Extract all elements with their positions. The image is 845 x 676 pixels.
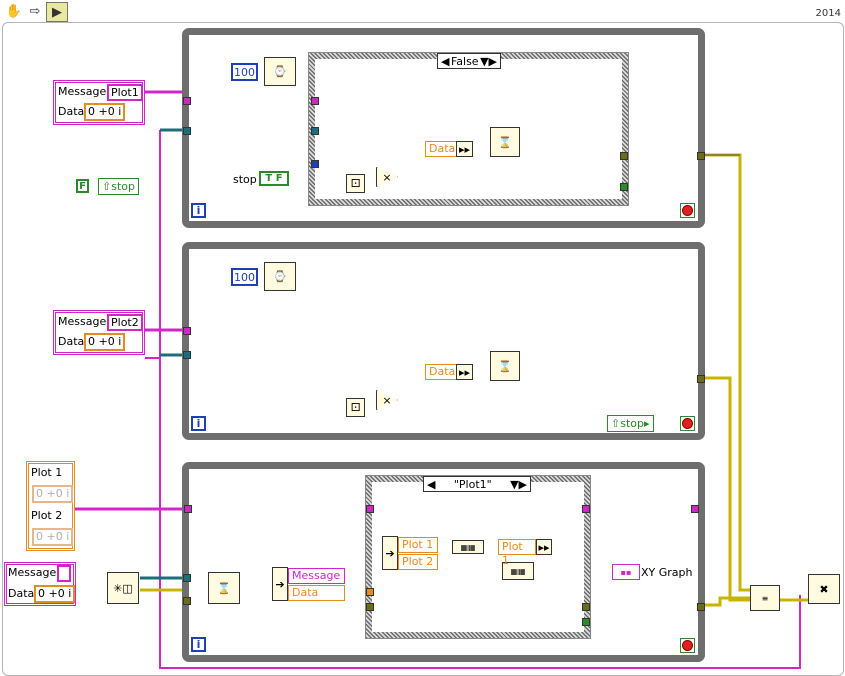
cluster-2-data-label: Data bbox=[58, 335, 85, 348]
tunnel-1g bbox=[620, 183, 628, 191]
run-icon[interactable]: ▶ bbox=[46, 2, 68, 22]
tunnel-3a bbox=[184, 505, 192, 513]
tunnel-1f bbox=[620, 152, 628, 160]
xy-graph-label: XY Graph bbox=[641, 566, 693, 579]
bundle-node-1[interactable]: ▸▸ bbox=[456, 141, 473, 157]
obtain-queue-vi[interactable]: ✳◫ bbox=[107, 572, 139, 604]
stop-terminal-3 bbox=[680, 638, 695, 653]
stop-local-init[interactable]: ⇧stop bbox=[98, 178, 139, 195]
tunnel-2b bbox=[183, 351, 191, 359]
stop-local-2-label: stop bbox=[620, 417, 644, 430]
case-selector-3-value: "Plot1" bbox=[453, 477, 492, 491]
stop-terminal-2 bbox=[680, 416, 695, 431]
case-selector-3-prev[interactable]: ◀ bbox=[427, 477, 436, 491]
bundle-plots-node[interactable]: ➔ bbox=[382, 536, 398, 570]
iteration-terminal-1: i bbox=[191, 203, 206, 218]
hand-icon[interactable]: ✋ bbox=[5, 3, 23, 19]
cluster-2-message-label: Message bbox=[58, 315, 107, 328]
tunnel-3b bbox=[183, 574, 191, 582]
tunnel-3j bbox=[691, 505, 699, 513]
enqueue-vi-2[interactable]: ⌛ bbox=[490, 351, 520, 381]
cluster-1-data-label: Data bbox=[58, 105, 85, 118]
merge-errors-node[interactable]: ≡ bbox=[750, 585, 780, 611]
tunnel-3h bbox=[582, 603, 590, 611]
tunnel-2c bbox=[697, 375, 705, 383]
tunnel-3f bbox=[366, 603, 374, 611]
bundle-node-2[interactable]: ▸▸ bbox=[456, 364, 473, 380]
tunnel-1b bbox=[183, 127, 191, 135]
plot-cluster-plot1-label: Plot 1 bbox=[31, 466, 63, 479]
unbundle-data[interactable]: Data bbox=[288, 585, 345, 601]
tunnel-1h bbox=[697, 152, 705, 160]
cluster-1-data-value[interactable]: 0 +0 i bbox=[84, 103, 126, 121]
plot-cluster-plot1-value[interactable]: 0 +0 i bbox=[32, 485, 74, 503]
wait-constant-1[interactable]: 100 bbox=[231, 63, 258, 81]
cluster-3-data-label: Data bbox=[8, 587, 35, 600]
unbundle-message[interactable]: Message bbox=[288, 568, 345, 584]
case-selector-3-next[interactable]: ▼▶ bbox=[510, 477, 527, 491]
stop-label: stop bbox=[233, 173, 257, 186]
tunnel-1c bbox=[311, 97, 319, 105]
tunnel-1a bbox=[183, 97, 191, 105]
version-label: 2014 bbox=[815, 8, 841, 19]
case-structure-1[interactable] bbox=[308, 52, 629, 206]
case-selector-3[interactable]: ◀ "Plot1" ▼▶ bbox=[423, 476, 531, 492]
stop-terminal-1 bbox=[680, 203, 695, 218]
case-selector-1-value: False bbox=[450, 54, 479, 68]
tunnel-3c bbox=[183, 597, 191, 605]
tunnel-3g bbox=[582, 505, 590, 513]
random-number-1[interactable]: ⚀ bbox=[346, 174, 365, 193]
iteration-terminal-2: i bbox=[191, 416, 206, 431]
stop-local-2[interactable]: ⇧stop▸ bbox=[607, 415, 654, 432]
wait-constant-2[interactable]: 100 bbox=[231, 268, 258, 286]
cluster-2-message-value[interactable]: Plot2 bbox=[107, 314, 143, 331]
case-selector-1[interactable]: ◀False▼▶ bbox=[437, 53, 501, 69]
cluster-2-data-value[interactable]: 0 +0 i bbox=[84, 333, 126, 351]
tunnel-3d bbox=[366, 505, 374, 513]
iteration-terminal-3: i bbox=[191, 637, 206, 652]
bundle-xy-node[interactable]: ▦▦ bbox=[502, 562, 534, 580]
false-constant[interactable]: F bbox=[76, 179, 89, 193]
tunnel-3e bbox=[366, 588, 374, 596]
wait-ms-vi-2[interactable]: ⌚ bbox=[264, 262, 296, 291]
tunnel-2a bbox=[183, 327, 191, 335]
wait-ms-vi-1[interactable]: ⌚ bbox=[264, 57, 296, 86]
plot-cluster-plot2-label: Plot 2 bbox=[31, 509, 63, 522]
cluster-3-data-value[interactable]: 0 +0 i bbox=[34, 585, 76, 603]
plot1-label[interactable]: Plot 1 bbox=[398, 537, 438, 553]
dequeue-vi[interactable]: ⌛ bbox=[208, 572, 240, 604]
tunnel-1e bbox=[311, 160, 319, 168]
unbundle-by-name[interactable]: ➔ bbox=[272, 567, 288, 601]
build-array-node[interactable]: ▦▦ bbox=[452, 540, 484, 554]
xy-graph-terminal[interactable]: ▪▪ bbox=[612, 564, 640, 580]
bundle-data-1[interactable]: Data bbox=[425, 141, 460, 157]
plot1-out-label[interactable]: Plot 1 bbox=[498, 539, 536, 567]
bundle-node-3[interactable]: ▸▸ bbox=[536, 539, 552, 555]
arrow-icon[interactable]: ⇨ bbox=[29, 3, 41, 19]
enqueue-vi-1[interactable]: ⌛ bbox=[490, 127, 520, 157]
tunnel-1d bbox=[311, 127, 319, 135]
cluster-1-message-value[interactable]: Plot1 bbox=[107, 84, 143, 101]
stop-local-init-label: stop bbox=[111, 180, 135, 193]
cluster-1-message-label: Message bbox=[58, 85, 107, 98]
tunnel-3k bbox=[697, 603, 705, 611]
bundle-data-2[interactable]: Data bbox=[425, 364, 460, 380]
stop-control-1[interactable]: T F bbox=[259, 171, 289, 186]
plot-cluster-plot2-value[interactable]: 0 +0 i bbox=[32, 528, 74, 546]
tunnel-3i bbox=[582, 618, 590, 626]
case-selector-1-prev[interactable]: ◀ bbox=[441, 54, 450, 68]
random-number-2[interactable]: ⚀ bbox=[346, 398, 365, 417]
case-selector-1-next[interactable]: ▼▶ bbox=[480, 54, 497, 68]
plot2-label[interactable]: Plot 2 bbox=[398, 554, 438, 570]
cluster-3-message-label: Message bbox=[8, 566, 57, 579]
while-loop-2[interactable] bbox=[182, 242, 705, 440]
cluster-3-message-value[interactable] bbox=[57, 565, 71, 582]
release-queue-vi[interactable]: ✖ bbox=[808, 574, 840, 604]
